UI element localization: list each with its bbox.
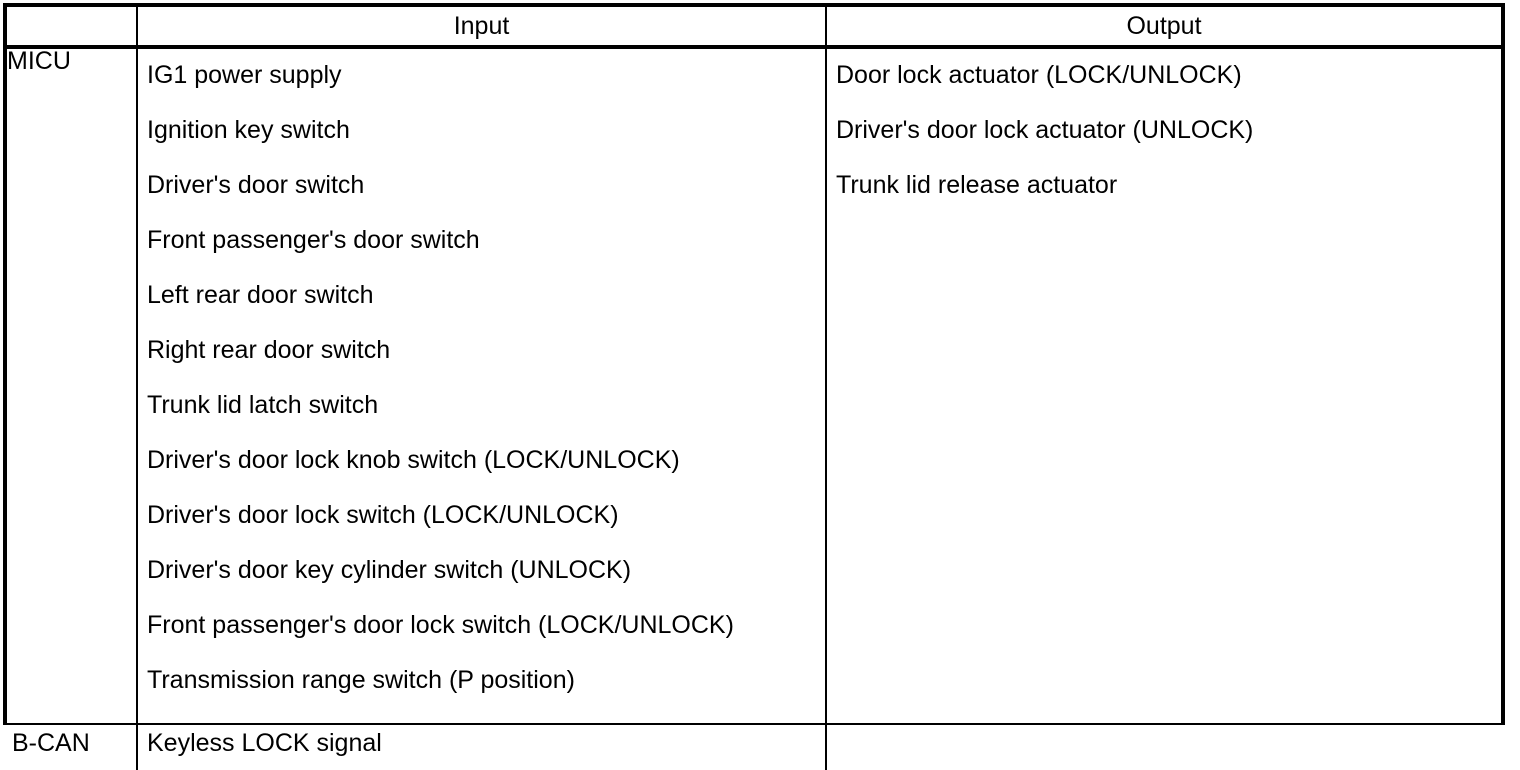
table-header-row: Input Output — [7, 7, 1501, 49]
list-item: Trunk lid latch switch — [147, 391, 379, 419]
input-item-list-micu: IG1 power supply Ignition key switch Dri… — [138, 49, 825, 723]
input-output-table: Input Output MICU IG1 power supply Ignit… — [7, 7, 1501, 770]
list-item: Transmission range switch (P position) — [147, 666, 575, 694]
list-item: Door lock actuator (LOCK/UNLOCK) — [836, 61, 1242, 89]
table-row-micu: MICU IG1 power supply Ignition key switc… — [7, 47, 1501, 724]
output-item-list-micu: Door lock actuator (LOCK/UNLOCK) Driver'… — [827, 49, 1501, 228]
io-table-container: Input Output MICU IG1 power supply Ignit… — [3, 3, 1505, 770]
list-item: IG1 power supply — [147, 61, 342, 89]
list-item: Driver's door lock switch (LOCK/UNLOCK) — [147, 501, 619, 529]
list-item: Driver's door lock actuator (UNLOCK) — [836, 116, 1254, 144]
header-cell-system — [7, 7, 138, 49]
list-item: Front passenger's door switch — [147, 226, 480, 254]
input-cell-micu: IG1 power supply Ignition key switch Dri… — [137, 47, 827, 724]
input-item-list-bcan: Keyless LOCK signal — [138, 725, 825, 756]
system-label-micu: MICU — [7, 47, 138, 724]
list-item: Driver's door key cylinder switch (UNLOC… — [147, 556, 632, 584]
header-cell-input: Input — [137, 7, 827, 49]
system-label-bcan: B-CAN — [7, 723, 138, 770]
output-cell-bcan — [826, 723, 1501, 770]
list-item: Trunk lid release actuator — [836, 171, 1118, 199]
list-item: Keyless LOCK signal — [147, 729, 382, 757]
list-item: Left rear door switch — [147, 281, 374, 309]
input-cell-bcan: Keyless LOCK signal — [137, 723, 827, 770]
list-item: Driver's door switch — [147, 171, 365, 199]
list-item: Right rear door switch — [147, 336, 391, 364]
output-cell-micu: Door lock actuator (LOCK/UNLOCK) Driver'… — [826, 47, 1501, 724]
table-row-bcan: B-CAN Keyless LOCK signal — [7, 723, 1501, 770]
list-item: Front passenger's door lock switch (LOCK… — [147, 611, 734, 639]
list-item: Driver's door lock knob switch (LOCK/UNL… — [147, 446, 680, 474]
list-item: Ignition key switch — [147, 116, 350, 144]
header-cell-output: Output — [826, 7, 1501, 49]
